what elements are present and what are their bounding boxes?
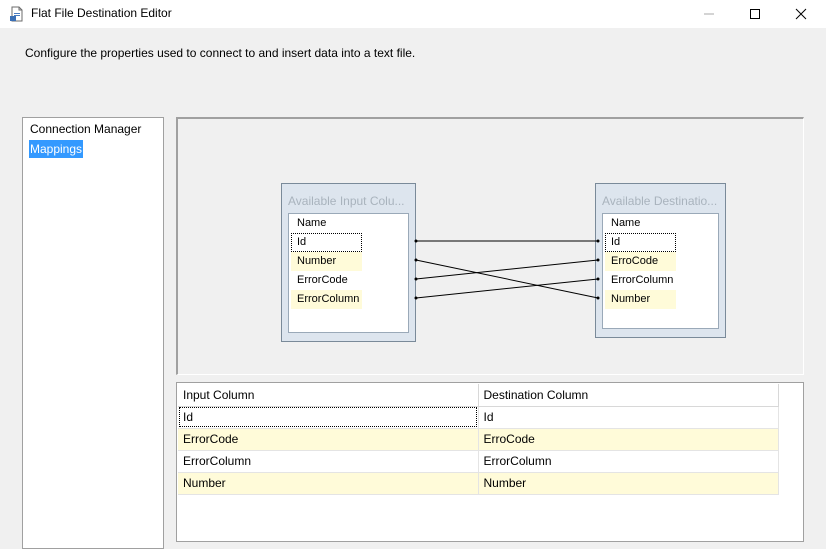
grid-cell-destination[interactable]: ErroCode (478, 428, 779, 451)
grid-cell-destination[interactable]: Id (478, 406, 779, 429)
mapping-grid: Input Column Destination Column Id Id Er… (176, 382, 804, 542)
dialog-description: Configure the properties used to connect… (25, 46, 416, 60)
available-input-columns-header: Available Input Colu... (288, 194, 405, 208)
available-destination-columns-box[interactable]: Available Destinatio... Name Id ErroCode… (595, 183, 726, 338)
table-row: ErrorColumn ErrorColumn (178, 450, 779, 473)
destination-columns-name-header: Name (611, 217, 641, 229)
input-column-errorcolumn[interactable]: ErrorColumn (291, 290, 362, 309)
destination-column-errocode[interactable]: ErroCode (605, 252, 676, 271)
window-title: Flat File Destination Editor (31, 6, 172, 20)
grid-cell-destination[interactable]: ErrorColumn (478, 450, 779, 473)
grid-cell-destination[interactable]: Number (478, 472, 779, 495)
mapping-line-errorcolumn[interactable] (415, 278, 599, 299)
mapping-canvas[interactable]: Available Input Colu... Name Id Number E… (176, 117, 804, 375)
grid-header-destination-column: Destination Column (478, 384, 779, 407)
grid-cell-input[interactable]: Id (178, 406, 479, 429)
destination-column-id[interactable]: Id (605, 233, 676, 252)
title-bar: Flat File Destination Editor (0, 0, 826, 28)
minimize-button[interactable] (686, 0, 732, 28)
minimize-icon (704, 13, 714, 15)
flat-file-document-icon (10, 6, 23, 22)
nav-item-mappings[interactable]: Mappings (29, 140, 84, 158)
grid-header-input-column: Input Column (178, 384, 479, 407)
destination-column-errorcolumn[interactable]: ErrorColumn (611, 274, 674, 286)
input-columns-list[interactable]: Name Id Number ErrorCode ErrorColumn (288, 213, 409, 333)
maximize-button[interactable] (732, 0, 778, 28)
available-input-columns-box[interactable]: Available Input Colu... Name Id Number E… (281, 183, 416, 342)
input-column-number[interactable]: Number (291, 252, 362, 271)
grid-cell-input[interactable]: Number (178, 472, 479, 495)
input-column-errorcode[interactable]: ErrorCode (297, 274, 348, 286)
close-icon (795, 8, 807, 20)
input-column-id[interactable]: Id (291, 233, 362, 252)
destination-columns-list[interactable]: Name Id ErroCode ErrorColumn Number (602, 213, 719, 329)
mapping-table: Input Column Destination Column Id Id Er… (178, 384, 779, 495)
nav-item-connection-manager[interactable]: Connection Manager (30, 122, 142, 136)
mapping-line-errorcode[interactable] (415, 259, 599, 280)
input-columns-name-header: Name (297, 217, 327, 229)
page-nav-list: Connection Manager Mappings (22, 117, 164, 549)
maximize-icon (750, 9, 760, 19)
table-row: Number Number (178, 472, 779, 495)
table-row: ErrorCode ErroCode (178, 428, 779, 451)
mapping-line-number[interactable] (415, 259, 599, 299)
table-row: Id Id (178, 406, 779, 429)
available-destination-columns-header: Available Destinatio... (602, 194, 718, 208)
close-button[interactable] (778, 0, 824, 28)
grid-cell-input[interactable]: ErrorCode (178, 428, 479, 451)
mapping-lines (414, 239, 600, 300)
destination-column-number[interactable]: Number (605, 290, 676, 309)
grid-header-row: Input Column Destination Column (178, 384, 779, 407)
grid-cell-input[interactable]: ErrorColumn (178, 450, 479, 473)
